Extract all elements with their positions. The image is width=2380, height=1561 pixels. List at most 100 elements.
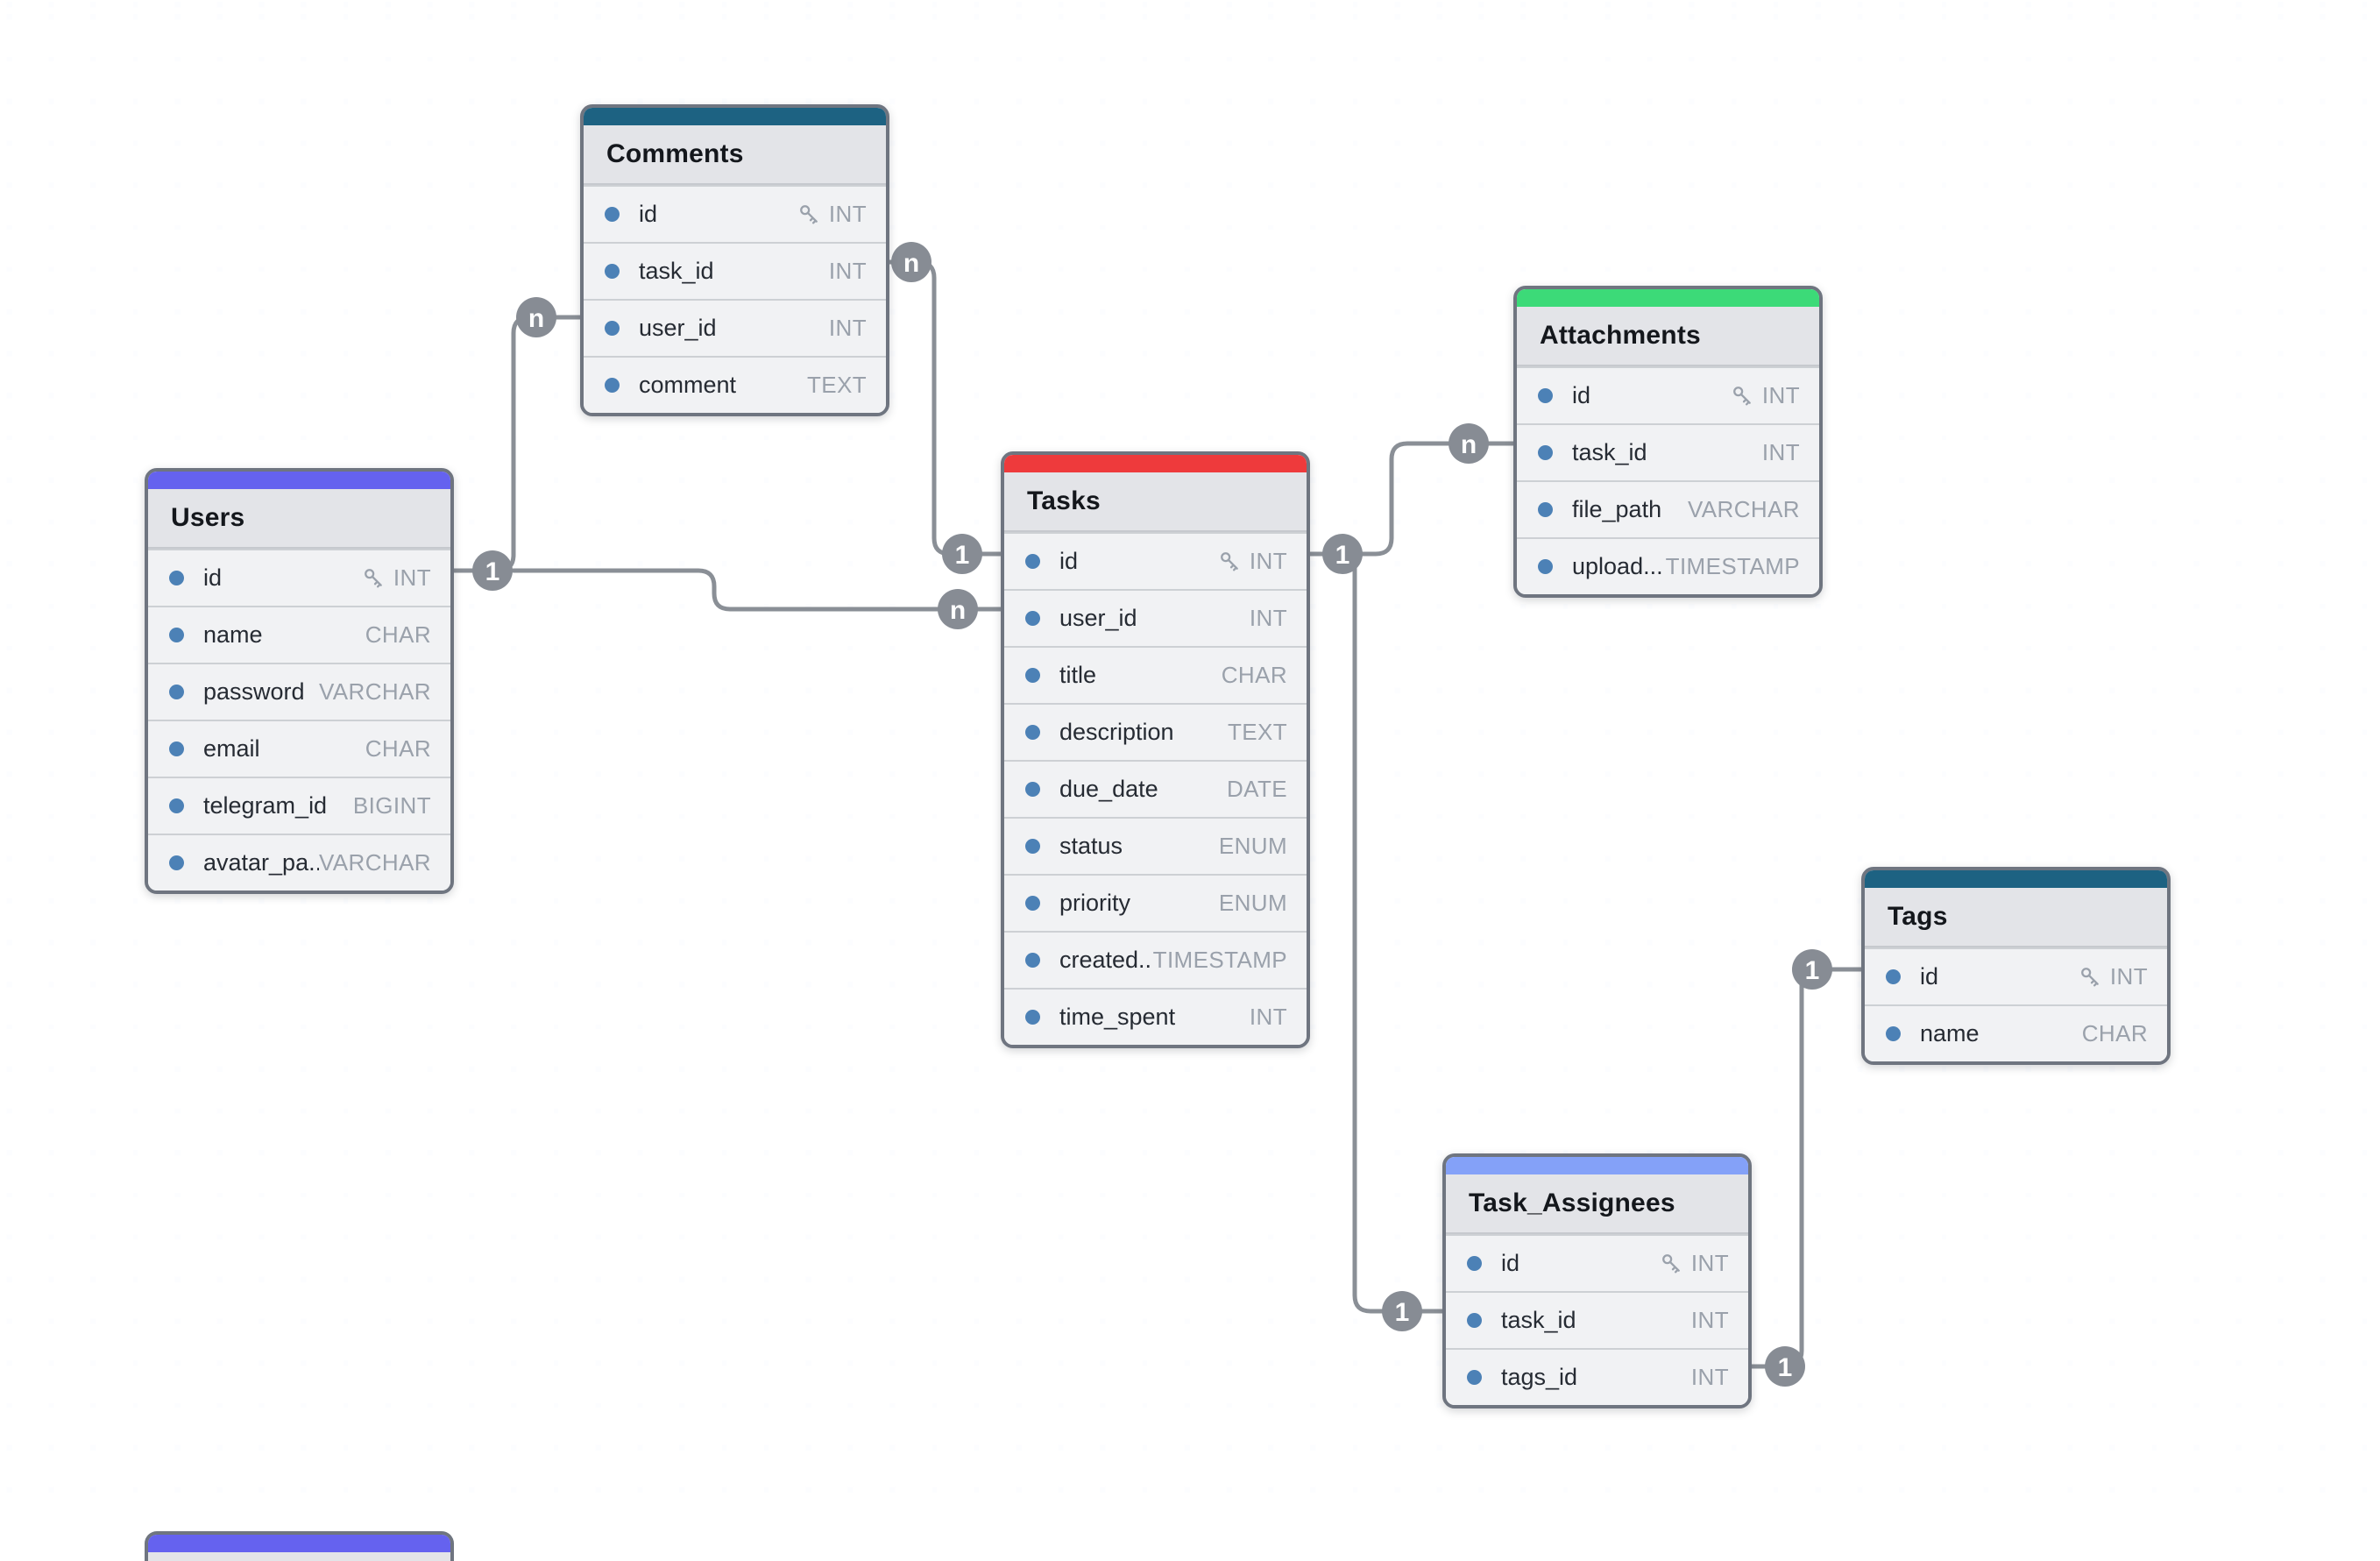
key-icon bbox=[799, 205, 818, 224]
field-type: ENUM bbox=[1219, 833, 1287, 860]
field-type-label: TIMESTAMP bbox=[1152, 947, 1287, 973]
dot-icon bbox=[1886, 969, 1901, 984]
key-icon bbox=[2080, 968, 2099, 987]
dot-icon bbox=[1025, 668, 1040, 683]
field-type-label: INT bbox=[828, 258, 867, 284]
field-row[interactable]: tags_id INT bbox=[1446, 1348, 1748, 1405]
cardinality-badge[interactable]: n bbox=[516, 297, 556, 337]
dot-icon bbox=[1886, 1026, 1901, 1041]
field-type: INT bbox=[797, 201, 867, 228]
dot-icon bbox=[1025, 1010, 1040, 1025]
table-title: Attachments bbox=[1517, 307, 1819, 366]
relationship-line[interactable] bbox=[1352, 558, 1445, 1314]
dot-icon bbox=[1467, 1256, 1482, 1271]
cardinality-badge[interactable]: 1 bbox=[942, 534, 982, 574]
field-type-label: VARCHAR bbox=[318, 678, 431, 705]
field-row[interactable]: avatar_pa...VARCHAR bbox=[148, 834, 450, 890]
cardinality-badge[interactable]: 1 bbox=[1792, 949, 1832, 990]
field-type: INT bbox=[1691, 1364, 1729, 1391]
field-row[interactable]: created...TIMESTAMP bbox=[1004, 931, 1307, 988]
field-row[interactable]: task_id INT bbox=[1446, 1291, 1748, 1348]
cardinality-badge[interactable]: 1 bbox=[1382, 1291, 1422, 1331]
cardinality-circle bbox=[938, 589, 978, 629]
field-name: file_path bbox=[1572, 496, 1662, 522]
cardinality-badge[interactable]: 1 bbox=[1765, 1346, 1805, 1387]
dot-icon bbox=[169, 571, 184, 585]
cardinality-label: 1 bbox=[485, 557, 500, 586]
relationship-line[interactable] bbox=[1742, 967, 1864, 1369]
cardinality-badge[interactable]: 1 bbox=[1322, 534, 1363, 574]
field-type-label: CHAR bbox=[365, 735, 431, 762]
relationship-line[interactable] bbox=[511, 568, 1003, 612]
cardinality-badge[interactable]: n bbox=[1449, 423, 1489, 464]
cardinality-badge[interactable]: 1 bbox=[472, 550, 513, 591]
dot-icon bbox=[605, 264, 620, 279]
cardinality-badge[interactable]: n bbox=[891, 242, 931, 282]
field-type-label: INT bbox=[1761, 439, 1800, 465]
cardinality-circle bbox=[1322, 534, 1363, 574]
table-fragment-bottom[interactable] bbox=[145, 1531, 454, 1561]
field-name: telegram_id bbox=[203, 792, 328, 819]
field-name: id bbox=[1920, 963, 1939, 990]
field-name: title bbox=[1059, 662, 1097, 688]
cardinality-label: 1 bbox=[955, 541, 970, 570]
cardinality-badge[interactable]: n bbox=[938, 589, 978, 629]
field-name: avatar_pa... bbox=[203, 849, 319, 876]
field-type: INT bbox=[362, 564, 431, 592]
field-name: created... bbox=[1059, 947, 1153, 973]
field-type: CHAR bbox=[365, 621, 431, 649]
cardinality-label: 1 bbox=[1805, 956, 1820, 985]
dot-icon bbox=[1538, 502, 1553, 517]
field-name: task_id bbox=[1501, 1307, 1576, 1333]
field-name: tags_id bbox=[1501, 1364, 1578, 1390]
field-name: user_id bbox=[639, 315, 717, 341]
field-type-label: TEXT bbox=[806, 372, 867, 398]
field-type: BIGINT bbox=[353, 792, 431, 820]
field-row[interactable]: upload...TIMESTAMP bbox=[1517, 537, 1819, 594]
field-type-label: INT bbox=[828, 201, 867, 227]
field-row[interactable]: telegram_id BIGINT bbox=[148, 777, 450, 834]
key-icon bbox=[1661, 1254, 1680, 1274]
relationship-line[interactable] bbox=[1300, 441, 1516, 557]
field-type: VARCHAR bbox=[319, 849, 431, 876]
relationship-line[interactable] bbox=[444, 315, 583, 573]
field-name: name bbox=[1920, 1020, 1980, 1047]
field-type: CHAR bbox=[365, 735, 431, 763]
cardinality-label: 1 bbox=[1778, 1353, 1793, 1382]
field-type-label: INT bbox=[1690, 1307, 1729, 1333]
field-type: INT bbox=[1762, 439, 1800, 466]
table-accent-bar bbox=[148, 1535, 450, 1552]
dot-icon bbox=[1025, 896, 1040, 911]
relationship-line[interactable] bbox=[881, 259, 1003, 557]
key-icon bbox=[1220, 552, 1238, 571]
